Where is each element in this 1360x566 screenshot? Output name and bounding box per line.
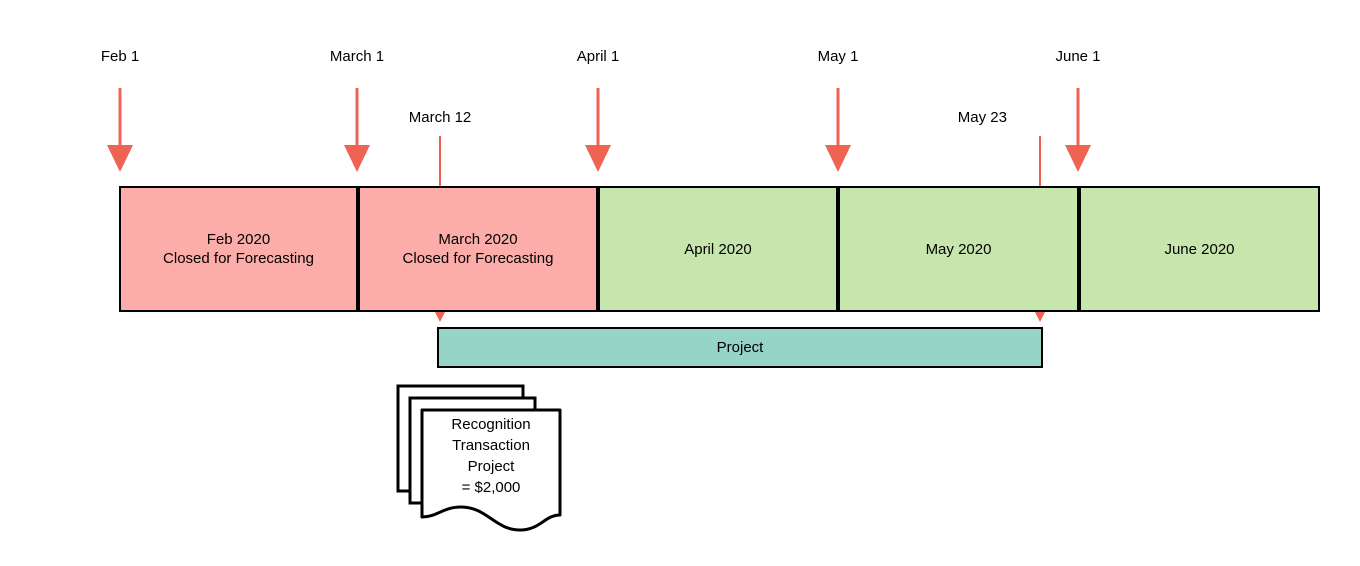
segment-label: June 2020 [1164, 240, 1235, 258]
segment-label: May 2020 [925, 240, 992, 258]
marker-label-feb-1: Feb 1 [100, 48, 140, 65]
timeline-segment-june-2020[interactable]: June 2020 [1079, 186, 1320, 312]
arrow-down-icon-june-1 [1065, 88, 1091, 172]
arrow-down-icon-april-1 [585, 88, 611, 172]
marker-label-march-1: March 1 [329, 48, 385, 65]
marker-label-may-23: May 23 [957, 109, 1007, 126]
timeline-segment-april-2020[interactable]: April 2020 [598, 186, 838, 312]
project-duration-bar[interactable]: Project [437, 327, 1043, 368]
segment-label: Feb 2020 Closed for Forecasting [163, 231, 314, 267]
marker-label-june-1: June 1 [1055, 48, 1101, 65]
timeline-segment-may-2020[interactable]: May 2020 [838, 186, 1079, 312]
timeline-segment-feb-2020[interactable]: Feb 2020 Closed for Forecasting [119, 186, 358, 312]
segment-label: April 2020 [684, 240, 752, 258]
marker-label-may-1: May 1 [817, 48, 859, 65]
segment-label: March 2020 Closed for Forecasting [402, 231, 554, 267]
arrow-down-icon-may-1 [825, 88, 851, 172]
arrow-down-icon-march-1 [344, 88, 370, 172]
arrow-down-icon-feb-1 [107, 88, 133, 172]
recognition-transaction-note: Recognition Transaction Project = $2,000 [451, 416, 531, 496]
marker-label-april-1: April 1 [576, 48, 620, 65]
marker-label-march-12: March 12 [408, 109, 472, 126]
timeline-segment-march-2020[interactable]: March 2020 Closed for Forecasting [358, 186, 598, 312]
project-bar-label: Project [716, 339, 764, 356]
document-stack-icon [396, 384, 562, 532]
